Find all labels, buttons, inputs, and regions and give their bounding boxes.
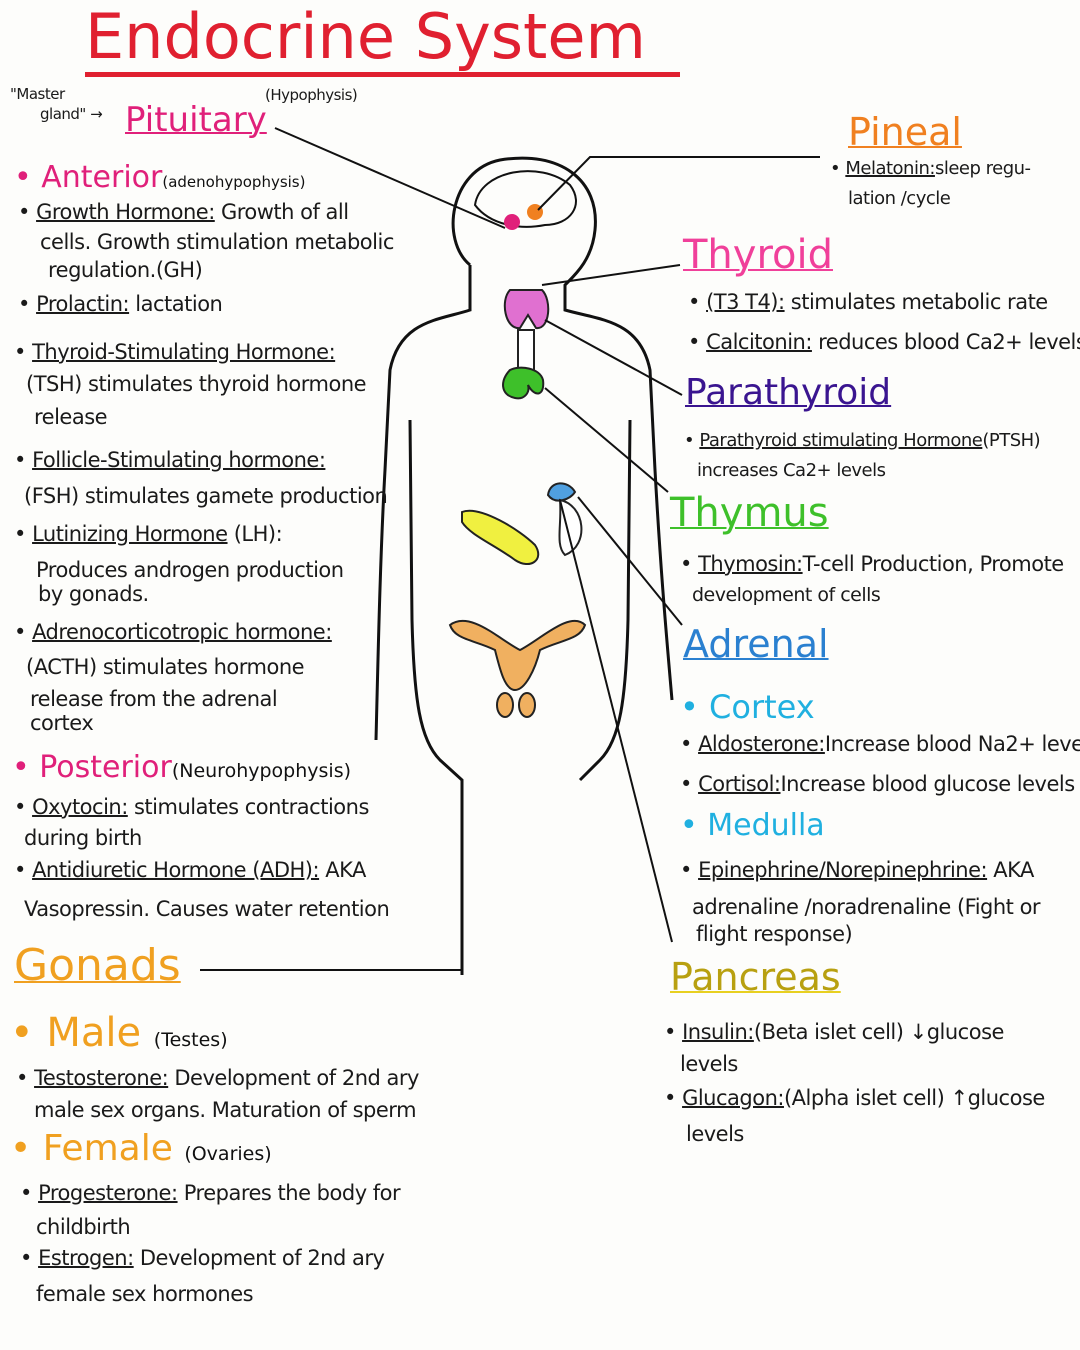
parathyroid-heading: Parathyroid: [685, 372, 892, 413]
hormone-item: Oxytocin: stimulates contractions: [14, 795, 369, 819]
hormone-item: Testosterone: Development of 2nd ary: [16, 1066, 419, 1090]
hormone-desc: female sex hormones: [36, 1282, 254, 1306]
hormone-desc: regulation.(GH): [48, 258, 203, 282]
hormone-item: Lutinizing Hormone (LH):: [14, 522, 283, 546]
testes: [518, 692, 536, 718]
hormone-item: Epinephrine/Norepinephrine: AKA: [680, 858, 1034, 882]
hormone-desc: lation /cycle: [848, 188, 951, 209]
hormone-desc: (FSH) stimulates gamete production: [24, 484, 388, 508]
hormone-desc: levels: [686, 1122, 744, 1146]
hormone-desc: during birth: [24, 826, 142, 850]
hormone-desc: (ACTH) stimulates hormone: [26, 655, 305, 679]
thymus-gland: [502, 366, 545, 400]
testes: [496, 692, 514, 718]
kidney: [558, 498, 583, 557]
hormone-item: Calcitonin: reduces blood Ca2+ levels: [688, 330, 1080, 354]
hormone-item: Antidiuretic Hormone (ADH): AKA: [14, 858, 366, 882]
hormone-item: Prolactin: lactation: [18, 292, 223, 316]
hormone-item: Parathyroid stimulating Hormone(PTSH): [684, 430, 1040, 451]
posterior-heading: Posterior(Neurohypophysis): [12, 750, 351, 785]
connector-lines: [200, 127, 820, 971]
hormone-item: Thymosin:T-cell Production, Promote: [680, 552, 1064, 576]
adrenal-gland: [546, 482, 577, 502]
hormone-desc: cells. Growth stimulation metabolic: [40, 230, 394, 254]
hormone-desc: Produces androgen production: [36, 558, 344, 582]
hormone-item: (T3 T4): stimulates metabolic rate: [688, 290, 1048, 314]
hormone-desc: male sex organs. Maturation of sperm: [34, 1098, 417, 1122]
hormone-item: Insulin:(Beta islet cell) ↓glucose: [664, 1020, 1004, 1044]
hormone-item: Glucagon:(Alpha islet cell) ↑glucose: [664, 1086, 1045, 1110]
hormone-desc: by gonads.: [38, 582, 149, 606]
pineal-heading: Pineal: [848, 110, 962, 154]
hormone-item: Cortisol:Increase blood glucose levels: [680, 772, 1075, 796]
hormone-desc: release: [34, 405, 108, 429]
hormone-desc: levels: [680, 1052, 738, 1076]
adrenal-heading: Adrenal: [683, 622, 829, 666]
pancreas-organ: [461, 509, 540, 565]
hormone-desc: release from the adrenal: [30, 687, 278, 711]
hormone-desc: Vasopressin. Causes water retention: [24, 897, 390, 921]
reproductive-organs: [448, 619, 587, 692]
page-title: Endocrine System: [85, 0, 646, 73]
thyroid-gland: [503, 289, 550, 329]
body-outline: [374, 156, 674, 975]
posterior-title: Posterior: [39, 750, 172, 785]
hormone-desc: childbirth: [36, 1215, 131, 1239]
thymus-heading: Thymus: [670, 490, 829, 536]
anterior-title: Anterior: [41, 160, 163, 195]
gonads-heading: Gonads: [14, 940, 181, 991]
female-heading: Female (Ovaries): [10, 1128, 272, 1169]
hormone-item: Thyroid-Stimulating Hormone:: [14, 340, 336, 364]
hormone-item: Adrenocorticotropic hormone:: [14, 620, 332, 644]
hormone-item: Growth Hormone: Growth of all: [18, 200, 349, 224]
hormone-item: Aldosterone:Increase blood Na2+ levels: [680, 732, 1080, 756]
medulla-heading: Medulla: [680, 808, 824, 843]
hormone-desc: adrenaline /noradrenaline (Fight or: [692, 895, 1041, 919]
posterior-alt: (Neurohypophysis): [171, 760, 352, 782]
hormone-desc: (TSH) stimulates thyroid hormone: [26, 372, 367, 396]
organs: [448, 204, 587, 718]
pituitary-heading: Pituitary: [125, 100, 267, 140]
hormone-desc: cortex: [30, 711, 94, 735]
anterior-alt: (adenohypophysis): [162, 173, 306, 191]
hormone-item: Progesterone: Prepares the body for: [20, 1181, 401, 1205]
hormone-desc: development of cells: [692, 584, 881, 606]
thyroid-heading: Thyroid: [683, 232, 833, 278]
brain-outline: [473, 170, 577, 228]
trachea: [517, 329, 535, 371]
title-underline: [85, 72, 680, 77]
pituitary-gland: [504, 214, 520, 230]
cortex-heading: Cortex: [680, 688, 815, 726]
hormone-item: Estrogen: Development of 2nd ary: [20, 1246, 385, 1270]
pituitary-alt: (Hypophysis): [265, 86, 358, 104]
pancreas-heading: Pancreas: [670, 955, 841, 999]
hormone-item: Melatonin:sleep regu-: [830, 158, 1031, 179]
male-heading: Male (Testes): [10, 1010, 227, 1056]
master-gland-note: "Master: [10, 85, 65, 103]
anterior-heading: Anterior(adenohypophysis): [14, 160, 305, 195]
hormone-desc: increases Ca2+ levels: [697, 460, 886, 481]
master-gland-note: gland" →: [40, 105, 103, 123]
hormone-desc: flight response): [696, 922, 853, 946]
hormone-item: Follicle-Stimulating hormone:: [14, 448, 326, 472]
